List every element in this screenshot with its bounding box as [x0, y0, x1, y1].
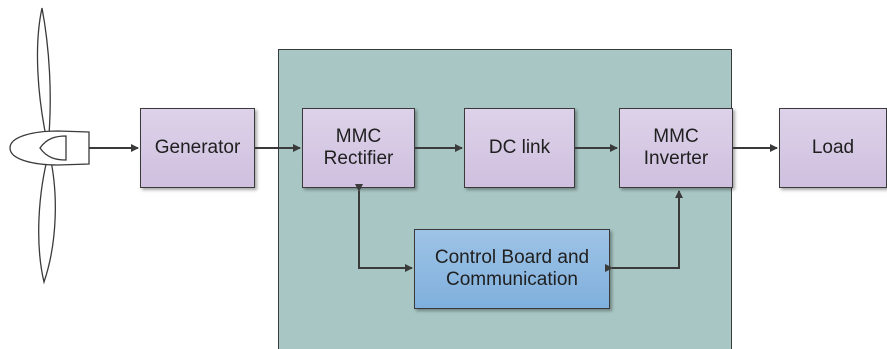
mmc-rectifier-block: MMC Rectifier	[302, 108, 415, 188]
load-block: Load	[779, 108, 887, 188]
mmc-inverter-block: MMC Inverter	[619, 108, 733, 188]
dc-link-label: DC link	[488, 136, 551, 158]
dc-link-block: DC link	[464, 108, 575, 188]
control-board-block: Control Board and Communication	[414, 229, 610, 309]
turbine-nacelle	[9, 130, 90, 166]
upper-blade	[36, 7, 51, 147]
load-label: Load	[811, 136, 855, 158]
wind-turbine-icon	[9, 7, 90, 285]
mmc-inverter-label: MMC Inverter	[643, 125, 709, 169]
control-board-label: Control Board and Communication	[434, 246, 590, 290]
mmc-rectifier-label: MMC Rectifier	[323, 125, 394, 169]
turbine-hub	[39, 135, 67, 161]
generator-label: Generator	[154, 136, 241, 158]
generator-block: Generator	[140, 108, 255, 188]
lower-blade	[38, 151, 56, 285]
